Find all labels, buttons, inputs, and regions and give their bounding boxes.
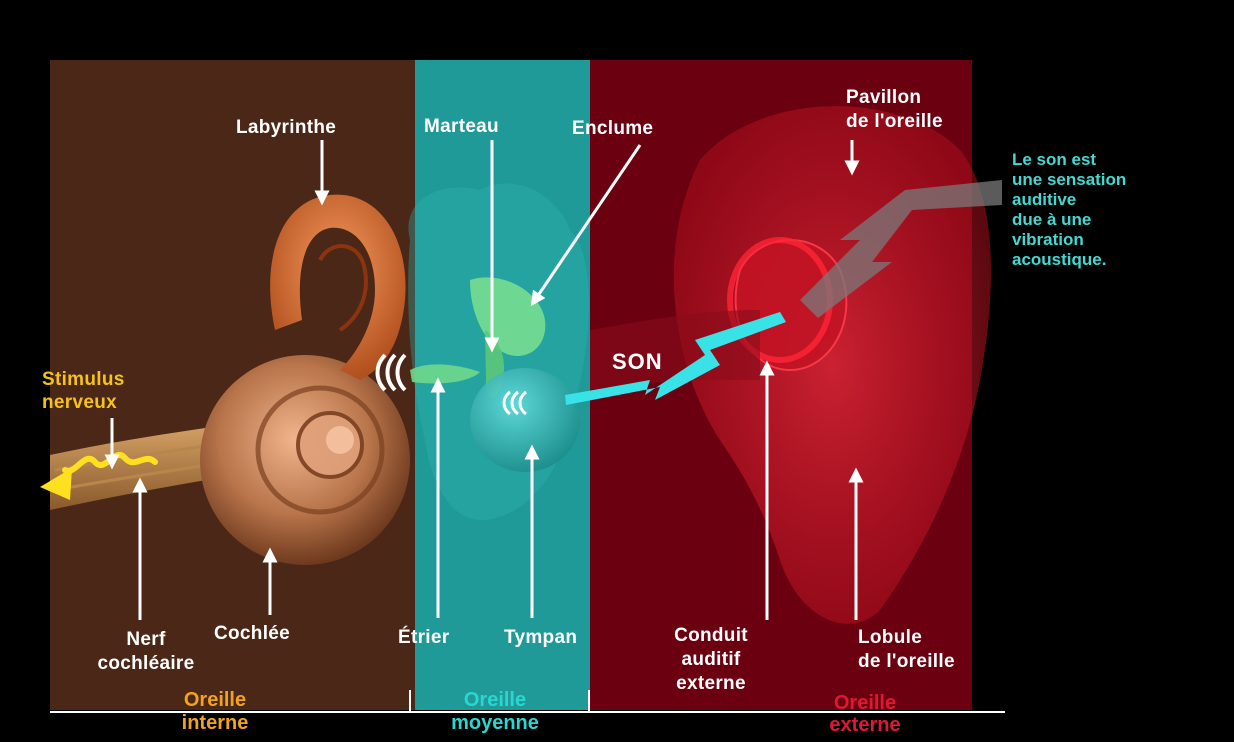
note-line2: une sensation (1012, 170, 1126, 190)
label-lobule: Lobule de l'oreille (858, 628, 955, 672)
label-pavillon-line1: Pavillon (846, 88, 943, 108)
label-nerf-line2: cochléaire (68, 654, 224, 674)
label-etrier: Étrier (398, 628, 449, 648)
label-cochlee: Cochlée (214, 624, 290, 644)
zone-middle-caption: Oreille moyenne (430, 690, 560, 734)
label-nerf: Nerf cochléaire (68, 630, 224, 674)
label-tympan: Tympan (504, 628, 577, 648)
label-conduit-line1: Conduit (650, 626, 772, 646)
label-labyrinthe: Labyrinthe (236, 118, 336, 138)
zone-inner-line2: interne (150, 713, 280, 734)
label-son: SON (612, 352, 663, 372)
note-line3: auditive (1012, 190, 1126, 210)
zone-inner-line1: Oreille (150, 690, 280, 711)
label-stimulus-line1: Stimulus (42, 370, 125, 390)
zone-middle-line2: moyenne (430, 713, 560, 734)
label-marteau: Marteau (424, 117, 499, 137)
note-line1: Le son est (1012, 150, 1126, 170)
label-conduit: Conduit auditif externe (650, 626, 772, 694)
zone-outer-line1: Oreille (800, 693, 930, 714)
label-nerf-line1: Nerf (68, 630, 224, 650)
label-stimulus: Stimulus nerveux (42, 370, 125, 413)
label-lobule-line2: de l'oreille (858, 652, 955, 672)
label-enclume: Enclume (572, 119, 653, 139)
label-pavillon: Pavillon de l'oreille (846, 88, 943, 132)
note-line4: due à une (1012, 210, 1126, 230)
eardrum-shape (470, 368, 580, 472)
note-line6: acoustique. (1012, 250, 1126, 270)
note-line5: vibration (1012, 230, 1126, 250)
zone-outer-line2: externe (800, 715, 930, 736)
label-lobule-line1: Lobule (858, 628, 955, 648)
cochlea-apex (326, 426, 354, 454)
label-stimulus-line2: nerveux (42, 393, 125, 413)
zone-outer-caption: Oreille externe (800, 693, 930, 736)
zone-middle-line1: Oreille (430, 690, 560, 711)
label-pavillon-line2: de l'oreille (846, 112, 943, 132)
label-conduit-line2: auditif (650, 650, 772, 670)
sound-definition-note: Le son est une sensation auditive due à … (1012, 150, 1126, 270)
zone-inner-caption: Oreille interne (150, 690, 280, 734)
label-conduit-line3: externe (650, 674, 772, 694)
